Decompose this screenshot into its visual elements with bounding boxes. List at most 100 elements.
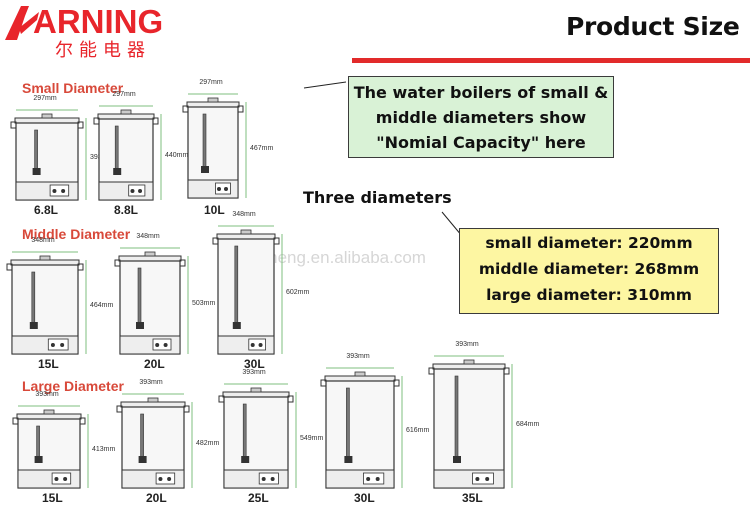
water-tap bbox=[113, 168, 122, 175]
three-diameters-heading: Three diameters bbox=[303, 188, 452, 207]
indicator-light-icon bbox=[167, 477, 172, 481]
control-knob-icon bbox=[250, 343, 255, 347]
diameters-box: small diameter: 220mm middle diameter: 2… bbox=[459, 228, 719, 314]
lid-knob bbox=[463, 359, 475, 365]
indicator-light-icon bbox=[224, 187, 228, 191]
diameter-line-large: large diameter: 310mm bbox=[486, 286, 692, 304]
brand-chinese-name: 尔能电器 bbox=[55, 40, 151, 61]
water-gauge bbox=[202, 113, 207, 169]
indicator-light-icon bbox=[60, 343, 65, 347]
lid-knob bbox=[43, 409, 55, 415]
boiler-height-label: 413mm bbox=[92, 446, 116, 453]
water-tap bbox=[138, 456, 147, 463]
boiler-lid bbox=[97, 113, 155, 120]
control-panel bbox=[248, 338, 266, 351]
boiler-height-label: 482mm bbox=[196, 440, 220, 447]
boiler-drawing-middle-30l bbox=[212, 225, 283, 355]
control-panel bbox=[51, 472, 72, 485]
boiler-width-label: 393mm bbox=[139, 379, 163, 386]
lid-knob bbox=[144, 251, 156, 257]
boiler-height-label: 602mm bbox=[286, 289, 310, 296]
boiler-lid bbox=[216, 233, 276, 240]
boiler-width-label: 393mm bbox=[455, 341, 479, 348]
diameter-line-small: small diameter: 220mm bbox=[485, 234, 693, 252]
water-gauge bbox=[31, 271, 36, 325]
boiler-drawing-large-15l bbox=[12, 405, 89, 489]
boiler-lid bbox=[222, 391, 290, 398]
boiler-height-label: 503mm bbox=[192, 300, 216, 307]
control-knob-icon bbox=[50, 343, 55, 347]
boiler-width-label: 393mm bbox=[242, 369, 266, 376]
control-panel bbox=[49, 184, 70, 197]
boiler-drawing-small-10l bbox=[182, 93, 247, 199]
water-tap bbox=[201, 166, 209, 173]
control-panel bbox=[128, 184, 146, 197]
section-label-middle: Middle Diameter bbox=[22, 226, 131, 242]
boiler-capacity-label: 30L bbox=[354, 491, 375, 505]
indicator-light-icon bbox=[61, 189, 66, 193]
boiler-capacity-label: 15L bbox=[38, 357, 59, 371]
water-tap bbox=[29, 322, 38, 329]
boiler-lid bbox=[120, 401, 186, 408]
boiler-body bbox=[433, 368, 505, 489]
control-panel bbox=[215, 182, 231, 195]
boiler-lid bbox=[118, 255, 182, 262]
boiler-lid bbox=[324, 375, 396, 382]
boiler-lid bbox=[186, 101, 240, 108]
water-tap bbox=[32, 168, 41, 175]
water-tap bbox=[232, 322, 241, 329]
boiler-drawing-middle-15l bbox=[6, 251, 87, 355]
lid-knob bbox=[207, 97, 219, 103]
boiler-drawing-small-6.8l bbox=[10, 109, 87, 201]
boiler-width-label: 348mm bbox=[232, 211, 256, 218]
water-tap bbox=[453, 456, 461, 463]
lid-knob bbox=[39, 255, 51, 261]
boiler-capacity-label: 25L bbox=[248, 491, 269, 505]
water-gauge bbox=[137, 267, 142, 325]
boiler-lid bbox=[14, 117, 80, 124]
control-knob-icon bbox=[158, 477, 163, 481]
indicator-light-icon bbox=[375, 477, 380, 481]
boiler-drawing-large-20l bbox=[116, 393, 193, 489]
boiler-drawing-small-8.8l bbox=[93, 105, 162, 201]
boiler-capacity-label: 30L bbox=[244, 357, 265, 371]
boiler-drawing-large-25l bbox=[218, 383, 297, 489]
boiler-width-label: 297mm bbox=[33, 95, 57, 102]
lid-knob bbox=[41, 113, 53, 119]
control-knob-icon bbox=[217, 187, 221, 191]
indicator-light-icon bbox=[163, 343, 168, 347]
lid-knob bbox=[240, 229, 252, 235]
indicator-light-icon bbox=[270, 477, 275, 481]
boiler-lid bbox=[10, 259, 80, 266]
lid-knob bbox=[250, 387, 262, 393]
water-tap bbox=[136, 322, 144, 329]
control-panel bbox=[472, 472, 494, 485]
boiler-drawing-large-35l bbox=[428, 355, 513, 489]
boiler-height-label: 616mm bbox=[406, 427, 430, 434]
control-panel bbox=[155, 472, 176, 485]
lid-knob bbox=[120, 109, 132, 115]
section-label-large: Large Diameter bbox=[22, 378, 124, 394]
control-panel bbox=[47, 338, 69, 351]
boiler-width-label: 297mm bbox=[112, 91, 136, 98]
diameter-pointer-line bbox=[441, 211, 463, 237]
control-panel bbox=[152, 338, 172, 351]
section-label-small: Small Diameter bbox=[22, 80, 124, 96]
control-knob-icon bbox=[52, 189, 57, 193]
control-knob-icon bbox=[475, 477, 480, 481]
boiler-height-label: 440mm bbox=[165, 152, 189, 159]
brand-mark-icon bbox=[5, 6, 39, 40]
boiler-capacity-label: 6.8L bbox=[34, 203, 59, 217]
boiler-height-label: 467mm bbox=[250, 145, 274, 152]
water-tap bbox=[34, 456, 43, 463]
boiler-lid bbox=[16, 413, 82, 420]
control-panel bbox=[258, 472, 279, 485]
control-knob-icon bbox=[54, 477, 59, 481]
boiler-capacity-label: 35L bbox=[462, 491, 483, 505]
boiler-capacity-label: 10L bbox=[204, 203, 225, 217]
water-gauge bbox=[234, 245, 239, 325]
boiler-drawing-large-30l bbox=[320, 367, 403, 489]
indicator-light-icon bbox=[258, 343, 263, 347]
